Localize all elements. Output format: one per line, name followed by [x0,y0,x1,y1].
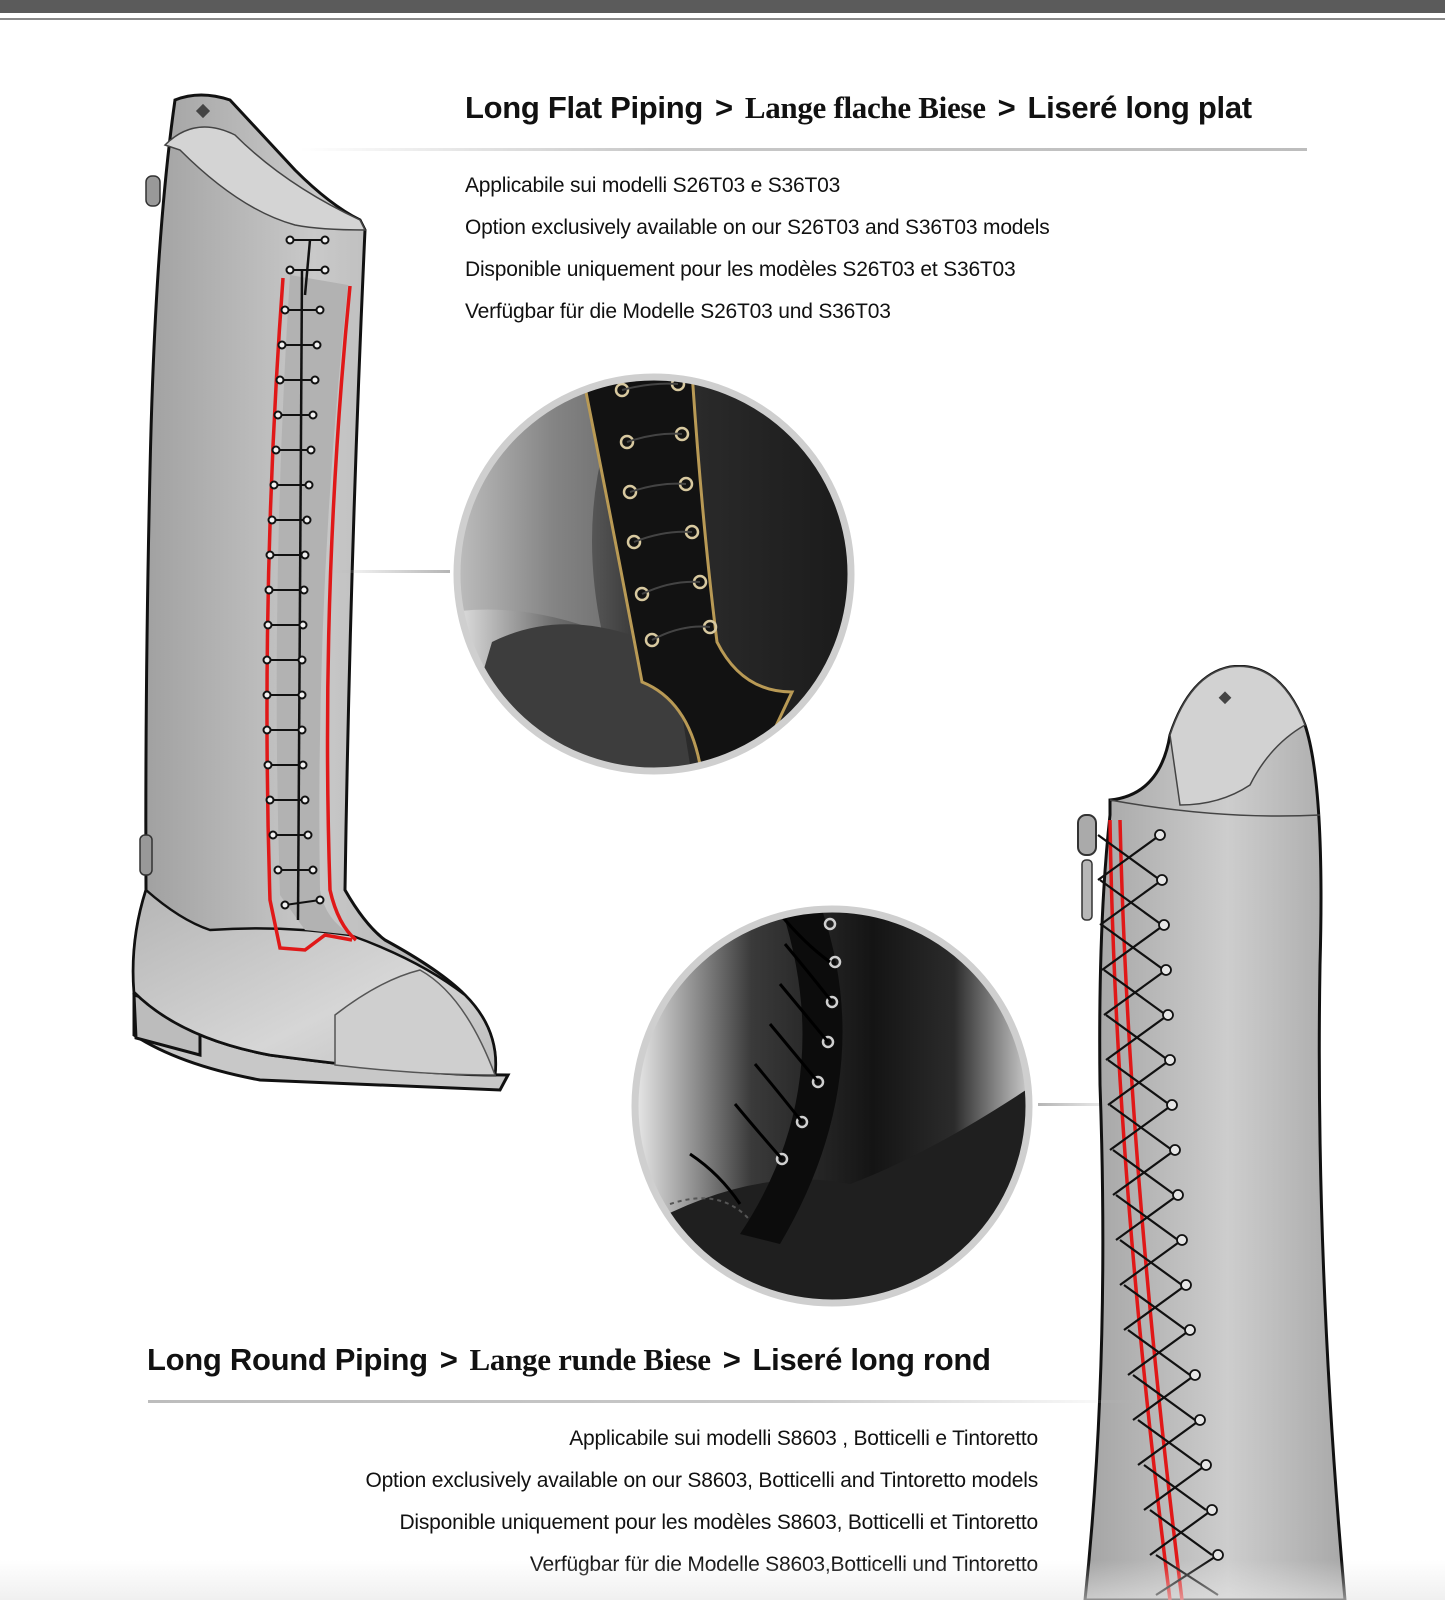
section2-rule [148,1400,1138,1403]
lace-detail-photo-flat [453,373,855,775]
description-line: Option exclusively available on our S26T… [465,216,1050,239]
description-line: Disponible uniquement pour les modèles S… [465,258,1016,281]
connector-line [330,570,450,573]
section1-title-fr: Liseré long plat [1027,90,1252,125]
top-bar [0,0,1445,13]
description-line: Applicabile sui modelli S26T03 e S36T03 [465,174,841,197]
section2-title-fr: Liseré long rond [752,1342,991,1377]
boot-illustration-round-piping [1077,665,1347,1600]
section2-title-de: Lange runde Biese [469,1342,712,1377]
description-line: Verfügbar für die Modelle S26T03 und S36… [465,300,891,323]
connector-line [1038,1103,1128,1106]
lace-detail-photo-round [631,905,1033,1307]
section1-rule [300,148,1307,151]
section1-title-de: Lange flache Biese [744,90,986,125]
heading-separator: > [997,90,1016,125]
heading-separator: > [715,90,733,125]
section2-heading: Long Round Piping > Lange runde Biese > Lise… [147,1342,991,1378]
description-line: Disponible uniquement pour les modèles S… [399,1511,1038,1534]
heading-separator: > [722,1342,741,1377]
section1-heading: Long Flat Piping > Lange flache Biese > Lise… [465,90,1252,126]
section2-title-en: Long Round Piping [147,1342,428,1377]
section1-title-en: Long Flat Piping [465,90,703,125]
section1-description: Applicabile sui modelli S26T03 e S36T03 … [465,165,1050,333]
boot-illustration-flat-piping [131,93,511,1092]
page-bottom-shadow [0,1560,1445,1600]
description-line: Option exclusively available on our S860… [365,1469,1038,1492]
description-line: Applicabile sui modelli S8603 , Botticel… [569,1427,1038,1450]
top-divider [0,18,1445,20]
heading-separator: > [439,1342,458,1377]
